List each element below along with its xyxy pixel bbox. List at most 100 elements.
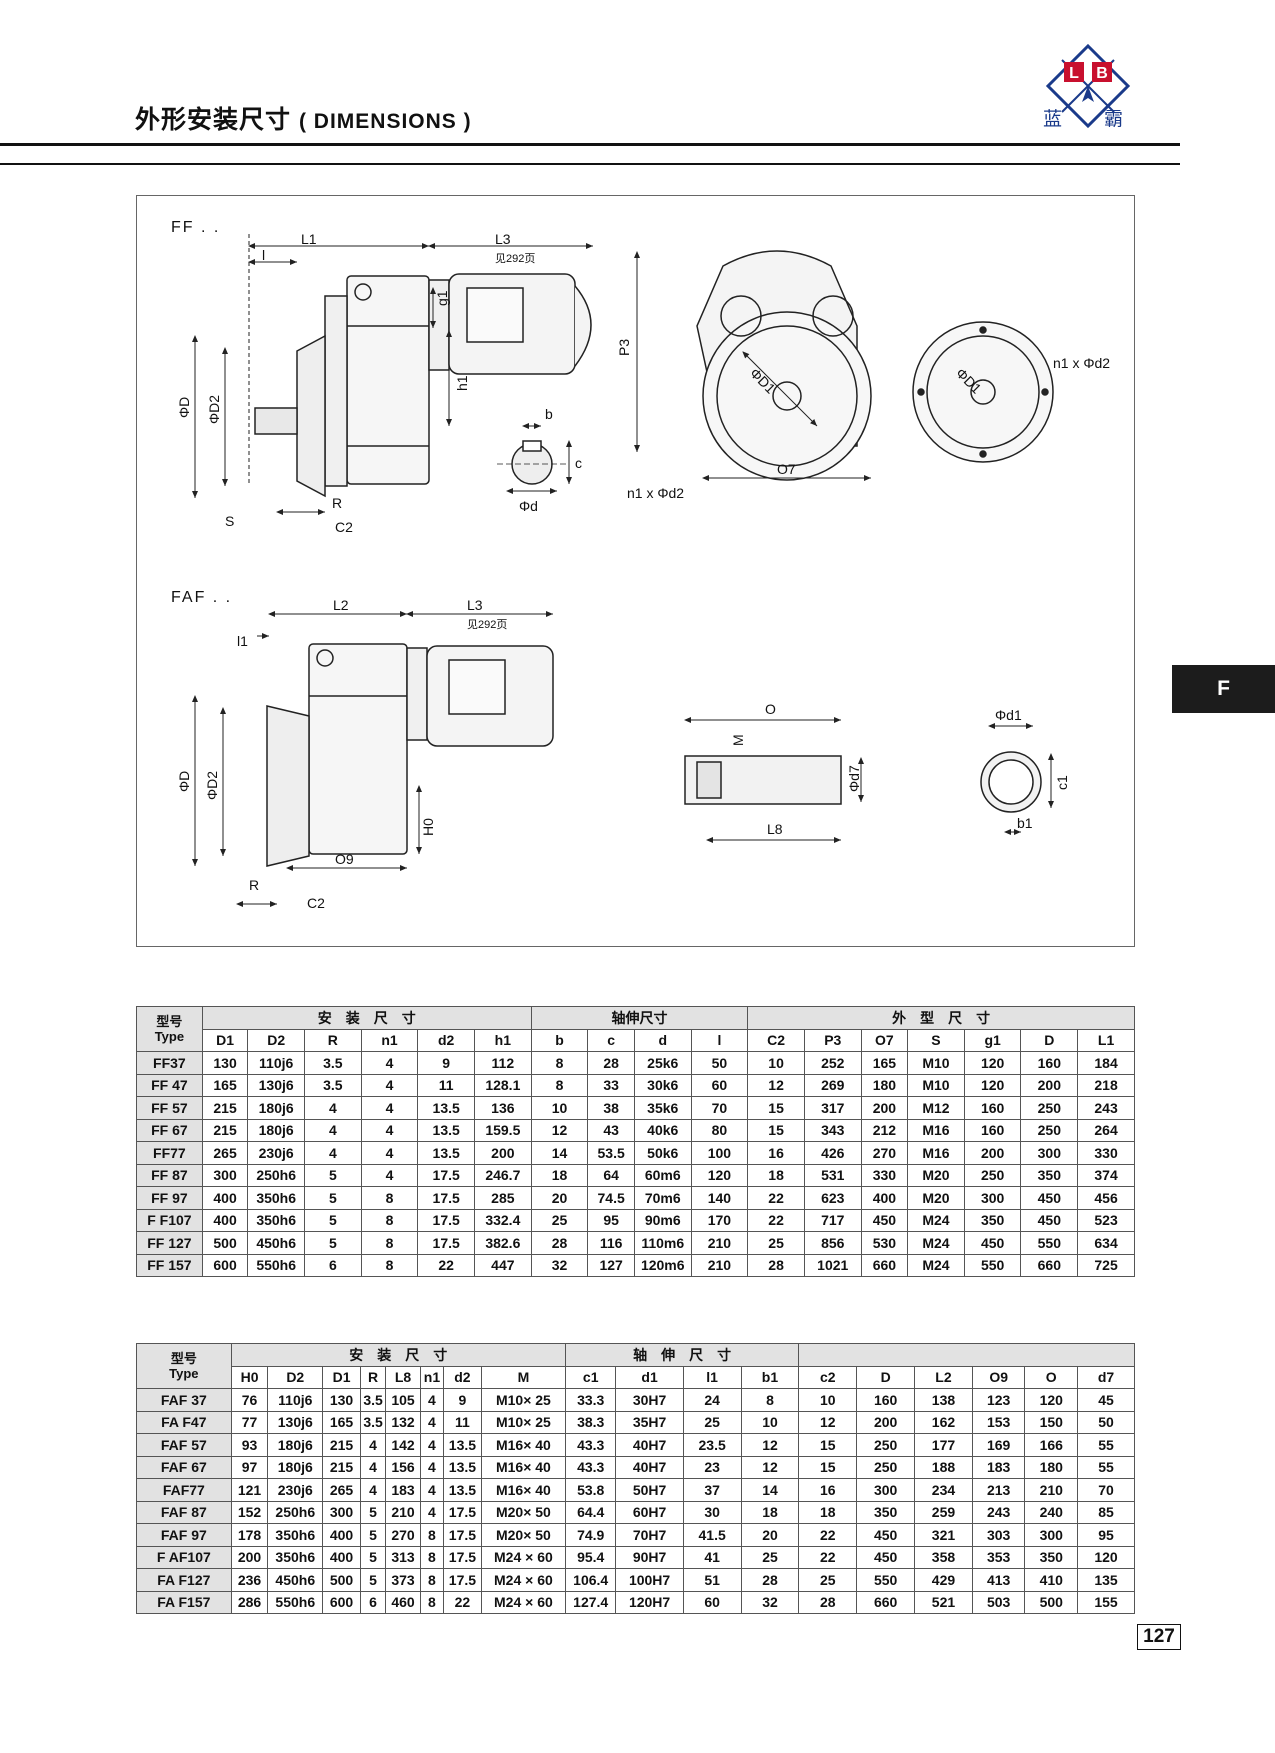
dim-r: R	[332, 495, 342, 511]
ff-front-view	[696, 250, 872, 481]
value-cell: 170	[690, 1208, 749, 1232]
value-cell: 717	[803, 1208, 862, 1232]
dim-phi-d7: Φd7	[846, 765, 862, 792]
value-cell: 350h6	[267, 1523, 324, 1547]
value-cell: 5	[359, 1568, 387, 1592]
value-cell: 30H7	[615, 1388, 684, 1412]
value-cell: 153	[971, 1410, 1026, 1434]
model-type-cell: FF 157	[136, 1253, 203, 1277]
value-cell: 373	[385, 1568, 421, 1592]
value-cell: 120H7	[615, 1590, 684, 1614]
dim-c1: c1	[1054, 775, 1070, 790]
value-cell: 450	[963, 1231, 1022, 1255]
value-cell: 660	[1020, 1253, 1079, 1277]
value-cell: 13.5	[417, 1118, 476, 1142]
group-header: 安 装 尺 寸	[201, 1006, 532, 1030]
value-cell: 8	[419, 1545, 445, 1569]
faf-label: FAF . .	[171, 589, 232, 606]
value-cell: M10	[907, 1073, 965, 1097]
value-cell: 4	[359, 1455, 387, 1479]
value-cell: 4	[359, 1433, 387, 1457]
group-header: 轴 伸 尺 寸	[564, 1343, 800, 1367]
value-cell: 123	[971, 1388, 1026, 1412]
value-cell: 180j6	[247, 1118, 305, 1142]
value-cell: 120	[1077, 1545, 1135, 1569]
column-header: d7	[1077, 1365, 1135, 1389]
dim-phi-d1-hollow: Φd1	[995, 707, 1022, 723]
value-cell: 259	[914, 1500, 973, 1524]
value-cell: 243	[971, 1500, 1026, 1524]
value-cell: 725	[1077, 1253, 1135, 1277]
value-cell: 12	[740, 1455, 800, 1479]
value-cell: 250	[856, 1455, 916, 1479]
value-cell: 105	[385, 1388, 421, 1412]
value-cell: 250	[1020, 1118, 1079, 1142]
value-cell: 4	[304, 1096, 362, 1120]
model-type-cell: FF 97	[136, 1186, 203, 1210]
model-type-cell: FF 127	[136, 1231, 203, 1255]
value-cell: 38.3	[564, 1410, 617, 1434]
page-number: 127	[1137, 1624, 1181, 1650]
column-header: c1	[564, 1365, 617, 1389]
ref-note-ff: 见292页	[495, 253, 535, 265]
value-cell: 40H7	[615, 1455, 684, 1479]
value-cell: 303	[971, 1523, 1026, 1547]
value-cell: 623	[803, 1186, 862, 1210]
value-cell: 300	[856, 1478, 916, 1502]
value-cell: M24	[907, 1253, 965, 1277]
column-header: d2	[417, 1028, 476, 1052]
value-cell: 130j6	[267, 1410, 324, 1434]
value-cell: 4	[360, 1096, 419, 1120]
value-cell: 11	[417, 1073, 476, 1097]
value-cell: 15	[747, 1096, 805, 1120]
column-header: b1	[740, 1365, 800, 1389]
model-type-cell: FF 67	[136, 1118, 203, 1142]
value-cell: 50	[690, 1051, 749, 1075]
value-cell: 4	[419, 1410, 445, 1434]
column-header: d	[633, 1028, 692, 1052]
model-type-cell: FAF77	[136, 1478, 232, 1502]
value-cell: 330	[860, 1163, 909, 1187]
value-cell: 600	[201, 1253, 249, 1277]
column-header: L1	[1077, 1028, 1135, 1052]
value-cell: 100	[690, 1141, 749, 1165]
value-cell: 5	[304, 1186, 362, 1210]
value-cell: 120	[1024, 1388, 1079, 1412]
value-cell: 110j6	[267, 1388, 324, 1412]
value-cell: 28	[798, 1590, 858, 1614]
type-label-cn: 型号	[170, 1351, 197, 1366]
value-cell: 450	[856, 1545, 916, 1569]
value-cell: 135	[1077, 1568, 1135, 1592]
value-cell: 12	[747, 1073, 805, 1097]
value-cell: 450h6	[247, 1231, 305, 1255]
value-cell: 53.8	[564, 1478, 617, 1502]
value-cell: 4	[304, 1118, 362, 1142]
brand-name-b: 霸	[1104, 108, 1124, 130]
value-cell: M24 × 60	[480, 1568, 566, 1592]
value-cell: 5	[304, 1163, 362, 1187]
value-cell: 17.5	[417, 1231, 476, 1255]
value-cell: 43	[587, 1118, 635, 1142]
ff-side-view	[254, 273, 592, 498]
value-cell: M16× 40	[480, 1478, 566, 1502]
dim-s: S	[225, 513, 234, 529]
value-cell: 60	[690, 1073, 749, 1097]
value-cell: 12	[740, 1433, 800, 1457]
value-cell: 213	[971, 1478, 1026, 1502]
dim-o: O	[765, 701, 776, 717]
dim-m: M	[730, 734, 746, 746]
value-cell: 100H7	[615, 1568, 684, 1592]
value-cell: M20× 50	[480, 1523, 566, 1547]
value-cell: 106.4	[564, 1568, 617, 1592]
value-cell: 40k6	[633, 1118, 692, 1142]
value-cell: 3.5	[359, 1388, 387, 1412]
value-cell: 10	[798, 1388, 858, 1412]
column-header: O7	[860, 1028, 909, 1052]
value-cell: 313	[385, 1545, 421, 1569]
value-cell: 166	[1024, 1433, 1079, 1457]
